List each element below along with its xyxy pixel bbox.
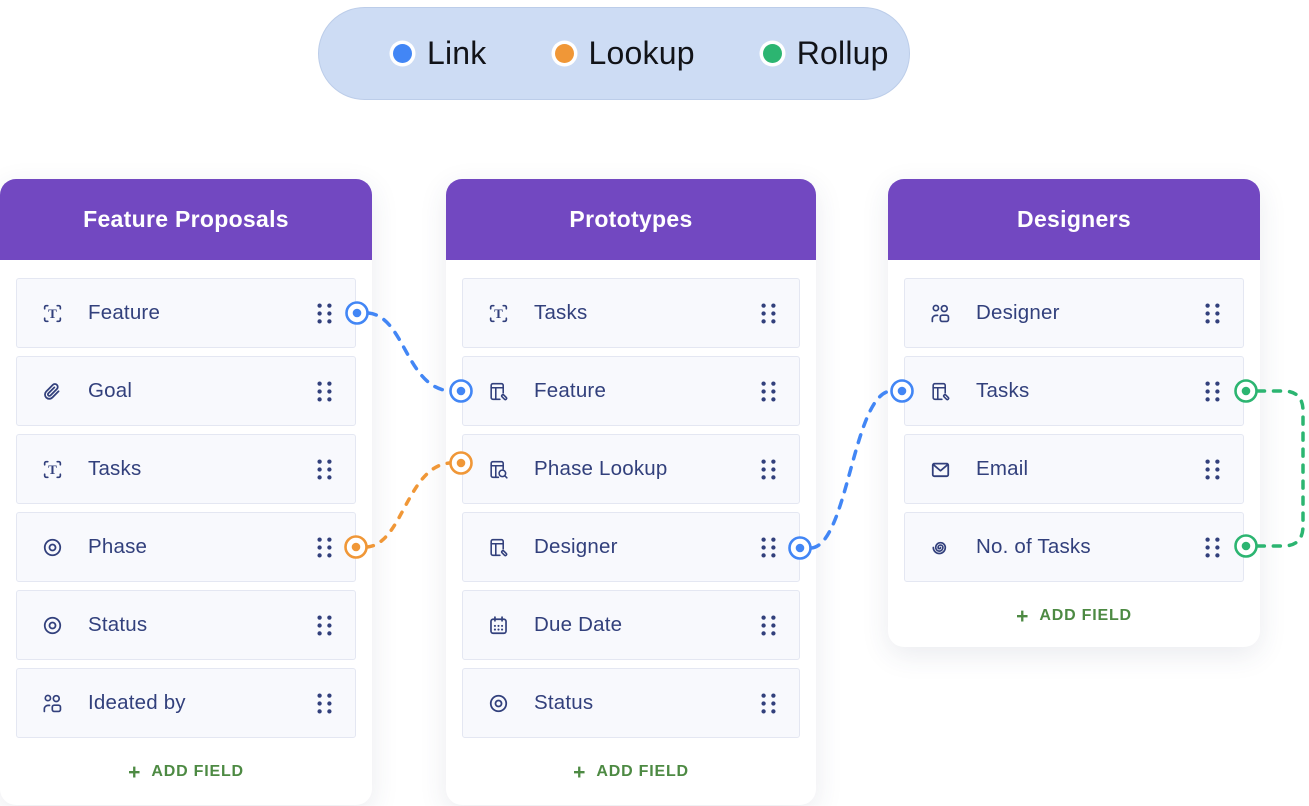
field-label: Status bbox=[534, 691, 594, 714]
field-label: Ideated by bbox=[88, 691, 186, 714]
field-row[interactable]: Tasks bbox=[904, 356, 1244, 426]
field-row[interactable]: Status bbox=[16, 590, 356, 660]
field-row[interactable]: Phase bbox=[16, 512, 356, 582]
drag-handle-icon[interactable] bbox=[317, 693, 332, 714]
table-header: Feature Proposals bbox=[0, 179, 372, 260]
field-row[interactable]: Tasks bbox=[16, 434, 356, 504]
add-field-button[interactable]: + ADD FIELD bbox=[128, 760, 244, 784]
drag-handle-icon[interactable] bbox=[317, 459, 332, 480]
drag-handle-icon[interactable] bbox=[1205, 537, 1220, 558]
drag-handle-icon[interactable] bbox=[761, 615, 776, 636]
plus-icon: + bbox=[1016, 604, 1029, 628]
table-title: Designers bbox=[1017, 206, 1131, 232]
picklist-icon bbox=[41, 614, 64, 637]
field-label: Goal bbox=[88, 379, 133, 402]
add-field-button[interactable]: + ADD FIELD bbox=[573, 760, 689, 784]
picklist-icon bbox=[487, 692, 510, 715]
rollup-dot-icon bbox=[762, 44, 782, 63]
picklist-icon bbox=[41, 536, 64, 559]
drag-handle-icon[interactable] bbox=[761, 537, 776, 558]
connector-link-designer bbox=[809, 389, 893, 550]
drag-handle-icon[interactable] bbox=[761, 381, 776, 402]
legend-item-lookup: Lookup bbox=[521, 35, 729, 72]
field-label: Feature bbox=[534, 379, 607, 402]
table-card-prototypes: Prototypes Tasks Feature Phase Lookup De… bbox=[446, 179, 816, 805]
drag-handle-icon[interactable] bbox=[1205, 381, 1220, 402]
connector-link-feature bbox=[366, 311, 452, 393]
lookup-dot-icon bbox=[554, 44, 574, 63]
legend-label: Rollup bbox=[796, 35, 889, 71]
drag-handle-icon[interactable] bbox=[317, 381, 332, 402]
field-label: Phase bbox=[88, 535, 148, 558]
field-label: Phase Lookup bbox=[534, 457, 668, 480]
attachment-icon bbox=[41, 380, 64, 403]
table-title: Feature Proposals bbox=[83, 206, 289, 232]
calendar-icon bbox=[487, 614, 510, 637]
field-row[interactable]: Ideated by bbox=[16, 668, 356, 738]
field-label: Designer bbox=[534, 535, 618, 558]
field-row[interactable]: Designer bbox=[904, 278, 1244, 348]
rollup-icon bbox=[929, 536, 952, 559]
drag-handle-icon[interactable] bbox=[317, 537, 332, 558]
drag-handle-icon[interactable] bbox=[761, 459, 776, 480]
drag-handle-icon[interactable] bbox=[317, 303, 332, 324]
legend-item-link: Link bbox=[359, 35, 521, 72]
legend-label: Link bbox=[427, 35, 487, 71]
field-row[interactable]: Email bbox=[904, 434, 1244, 504]
legend-item-rollup: Rollup bbox=[729, 35, 923, 72]
table-card-feature-proposals: Feature Proposals Feature Goal Tasks Pha… bbox=[0, 179, 372, 805]
field-row[interactable]: Designer bbox=[462, 512, 800, 582]
add-field-button[interactable]: + ADD FIELD bbox=[1016, 604, 1132, 628]
drag-handle-icon[interactable] bbox=[761, 303, 776, 324]
text-field-icon bbox=[487, 302, 510, 325]
field-row[interactable]: Feature bbox=[462, 356, 800, 426]
field-row[interactable]: Goal bbox=[16, 356, 356, 426]
users-icon bbox=[929, 302, 952, 325]
link-dot-icon bbox=[393, 44, 412, 63]
field-label: Feature bbox=[88, 301, 161, 324]
table-header: Designers bbox=[888, 179, 1260, 260]
field-row[interactable]: Due Date bbox=[462, 590, 800, 660]
field-label: Status bbox=[88, 613, 148, 636]
drag-handle-icon[interactable] bbox=[761, 693, 776, 714]
field-label: Tasks bbox=[534, 301, 588, 324]
lookup-icon bbox=[487, 458, 510, 481]
legend-label: Lookup bbox=[588, 35, 695, 71]
connector-rollup-tasks bbox=[1255, 389, 1305, 548]
table-title: Prototypes bbox=[569, 206, 693, 232]
relationship-legend: Link Lookup Rollup bbox=[318, 7, 910, 100]
field-row[interactable]: Status bbox=[462, 668, 800, 738]
linked-record-icon bbox=[487, 536, 510, 559]
email-icon bbox=[929, 458, 952, 481]
field-row[interactable]: Feature bbox=[16, 278, 356, 348]
field-label: No. of Tasks bbox=[976, 535, 1091, 558]
plus-icon: + bbox=[573, 760, 586, 784]
linked-record-icon bbox=[487, 380, 510, 403]
field-row[interactable]: No. of Tasks bbox=[904, 512, 1244, 582]
field-label: Tasks bbox=[976, 379, 1030, 402]
linked-record-icon bbox=[929, 380, 952, 403]
drag-handle-icon[interactable] bbox=[1205, 303, 1220, 324]
plus-icon: + bbox=[128, 760, 141, 784]
field-label: Due Date bbox=[534, 613, 623, 636]
drag-handle-icon[interactable] bbox=[317, 615, 332, 636]
connector-lookup-phase bbox=[365, 461, 452, 549]
drag-handle-icon[interactable] bbox=[1205, 459, 1220, 480]
table-card-designers: Designers Designer Tasks Email No. of Ta… bbox=[888, 179, 1260, 647]
users-icon bbox=[41, 692, 64, 715]
field-label: Email bbox=[976, 457, 1029, 480]
table-header: Prototypes bbox=[446, 179, 816, 260]
field-label: Designer bbox=[976, 301, 1060, 324]
text-field-icon bbox=[41, 458, 64, 481]
field-row[interactable]: Phase Lookup bbox=[462, 434, 800, 504]
field-row[interactable]: Tasks bbox=[462, 278, 800, 348]
field-label: Tasks bbox=[88, 457, 142, 480]
text-field-icon bbox=[41, 302, 64, 325]
